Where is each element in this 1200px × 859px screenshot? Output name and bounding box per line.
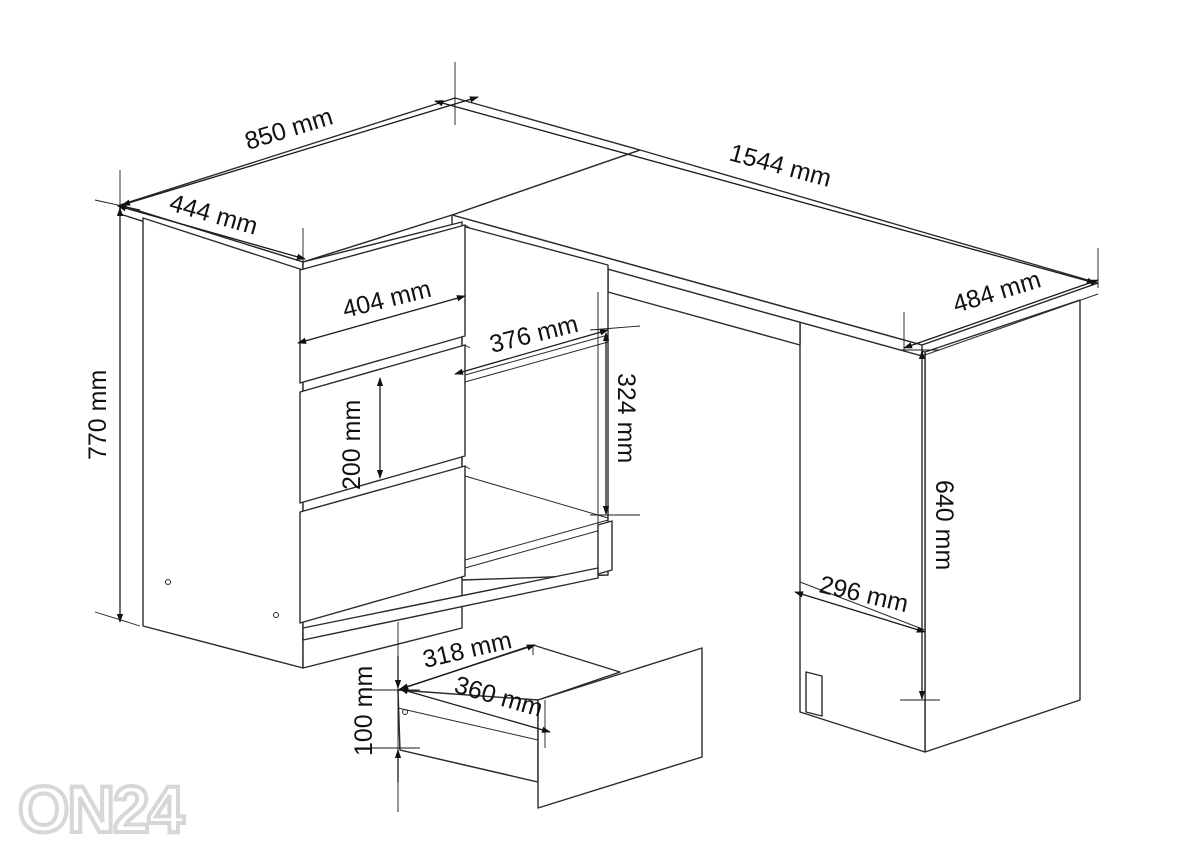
label-200: 200 mm — [338, 400, 366, 490]
label-324: 324 mm — [612, 373, 640, 463]
dim-318-line — [399, 644, 536, 690]
watermark-logo: ON24 — [18, 772, 185, 846]
dim-484-line — [903, 279, 1099, 349]
open-shelf-compartment — [461, 225, 609, 581]
dim-296-line — [794, 591, 926, 633]
drawer-front-bottom — [299, 465, 466, 624]
dim-404-line — [297, 295, 466, 344]
cabinet-side-panel — [142, 217, 304, 669]
label-100: 100 mm — [350, 666, 378, 756]
dim-1544-line — [434, 100, 1096, 284]
dimension-lines — [94, 62, 1099, 812]
desk-outline — [119, 97, 1099, 753]
dim-376-line — [454, 329, 609, 375]
drawer-box-front — [537, 647, 703, 809]
dim-360-line — [399, 688, 551, 733]
label-640: 640 mm — [930, 480, 958, 570]
label-770: 770 mm — [84, 370, 112, 460]
dim-444-line — [117, 205, 306, 260]
dim-850-line — [121, 96, 479, 206]
